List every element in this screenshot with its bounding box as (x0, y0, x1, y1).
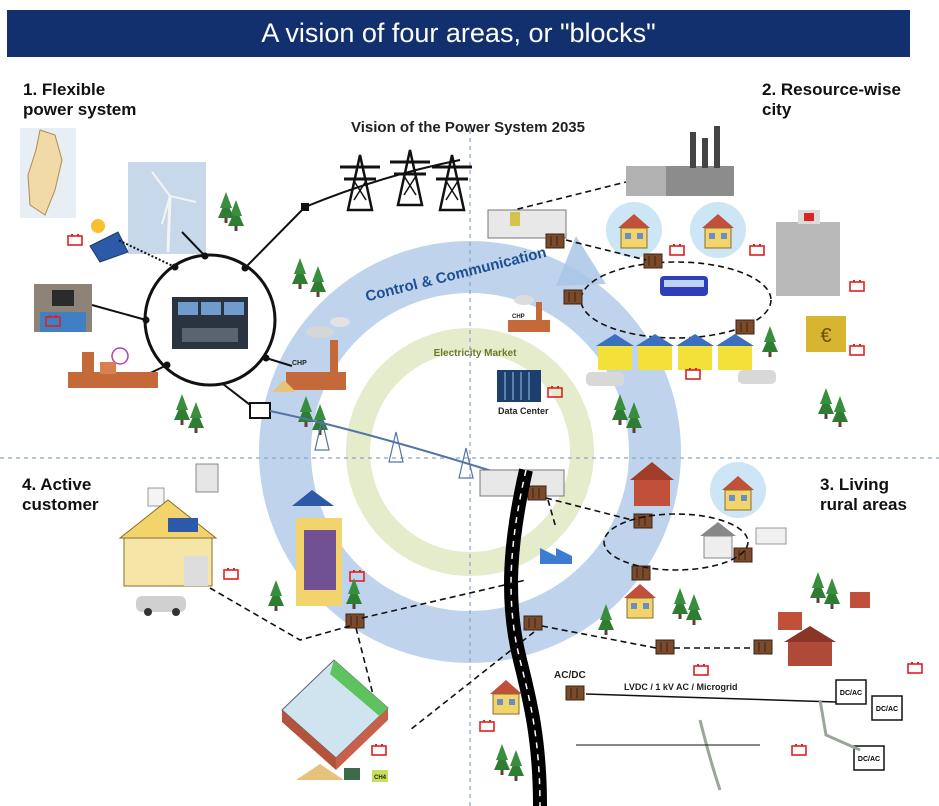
barn-icon (784, 626, 836, 666)
quadrant-label-active-customer: 4. Active customer (22, 475, 99, 514)
hospital-icon (776, 210, 840, 296)
chp-small-label: CHP (512, 314, 525, 320)
lvdc-label: LVDC / 1 kV AC / Microgrid (624, 682, 738, 692)
clinic-icon (755, 527, 787, 545)
ch4-label: CH4 (374, 775, 387, 781)
greenhouse-icon (281, 659, 389, 770)
control-room-node (142, 252, 277, 387)
small-factory-icon (540, 548, 572, 564)
lvdc-line (585, 693, 837, 703)
chapel-icon (700, 522, 736, 559)
svg-text:€: € (820, 325, 831, 347)
bank-icon: € (806, 316, 846, 352)
battery-icon (67, 233, 83, 246)
diagram-title: Vision of the Power System 2035 (351, 119, 585, 136)
electric-car-icon-customer (136, 596, 186, 616)
church-icon (630, 462, 674, 506)
quadrant-label-flexible-power: 1. Flexible power system (23, 80, 137, 119)
svg-text:DC/AC: DC/AC (858, 756, 880, 763)
quadrant-label-living-rural: 3. Living rural areas (820, 475, 907, 514)
smart-meter-icon (147, 463, 219, 507)
dcac-converter: DC/AC DC/AC DC/AC (835, 679, 903, 771)
hydro-plant-icon (34, 284, 92, 332)
data-center-label: Data Center (498, 406, 549, 416)
acdc-label: AC/DC (554, 670, 586, 681)
transformer-icon (545, 233, 565, 249)
chp-label: CHP (292, 360, 307, 367)
chp-small-icon (508, 295, 550, 332)
row-houses-icon (596, 334, 754, 370)
electric-car-icon (586, 370, 776, 386)
svg-text:DC/AC: DC/AC (876, 706, 898, 713)
chp-plant-icon (272, 317, 350, 392)
customer-house-icon (118, 499, 218, 587)
svg-text:DC/AC: DC/AC (840, 690, 862, 697)
quadrant-label-resource-wise-city: 2. Resource-wise city (762, 80, 901, 119)
factory-icon (626, 126, 734, 196)
nuclear-plant-icon (68, 347, 158, 388)
apartment-icon (292, 490, 342, 606)
bus-icon (660, 276, 708, 296)
title-banner: A vision of four areas, or "blocks" (7, 10, 910, 57)
finland-map-icon (20, 128, 76, 218)
data-center-icon (497, 370, 541, 402)
wind-turbine-icon (128, 162, 206, 254)
substation-icon (487, 209, 567, 239)
market-label: Electricity Market (434, 348, 517, 359)
solar-panel-icon (89, 219, 129, 263)
